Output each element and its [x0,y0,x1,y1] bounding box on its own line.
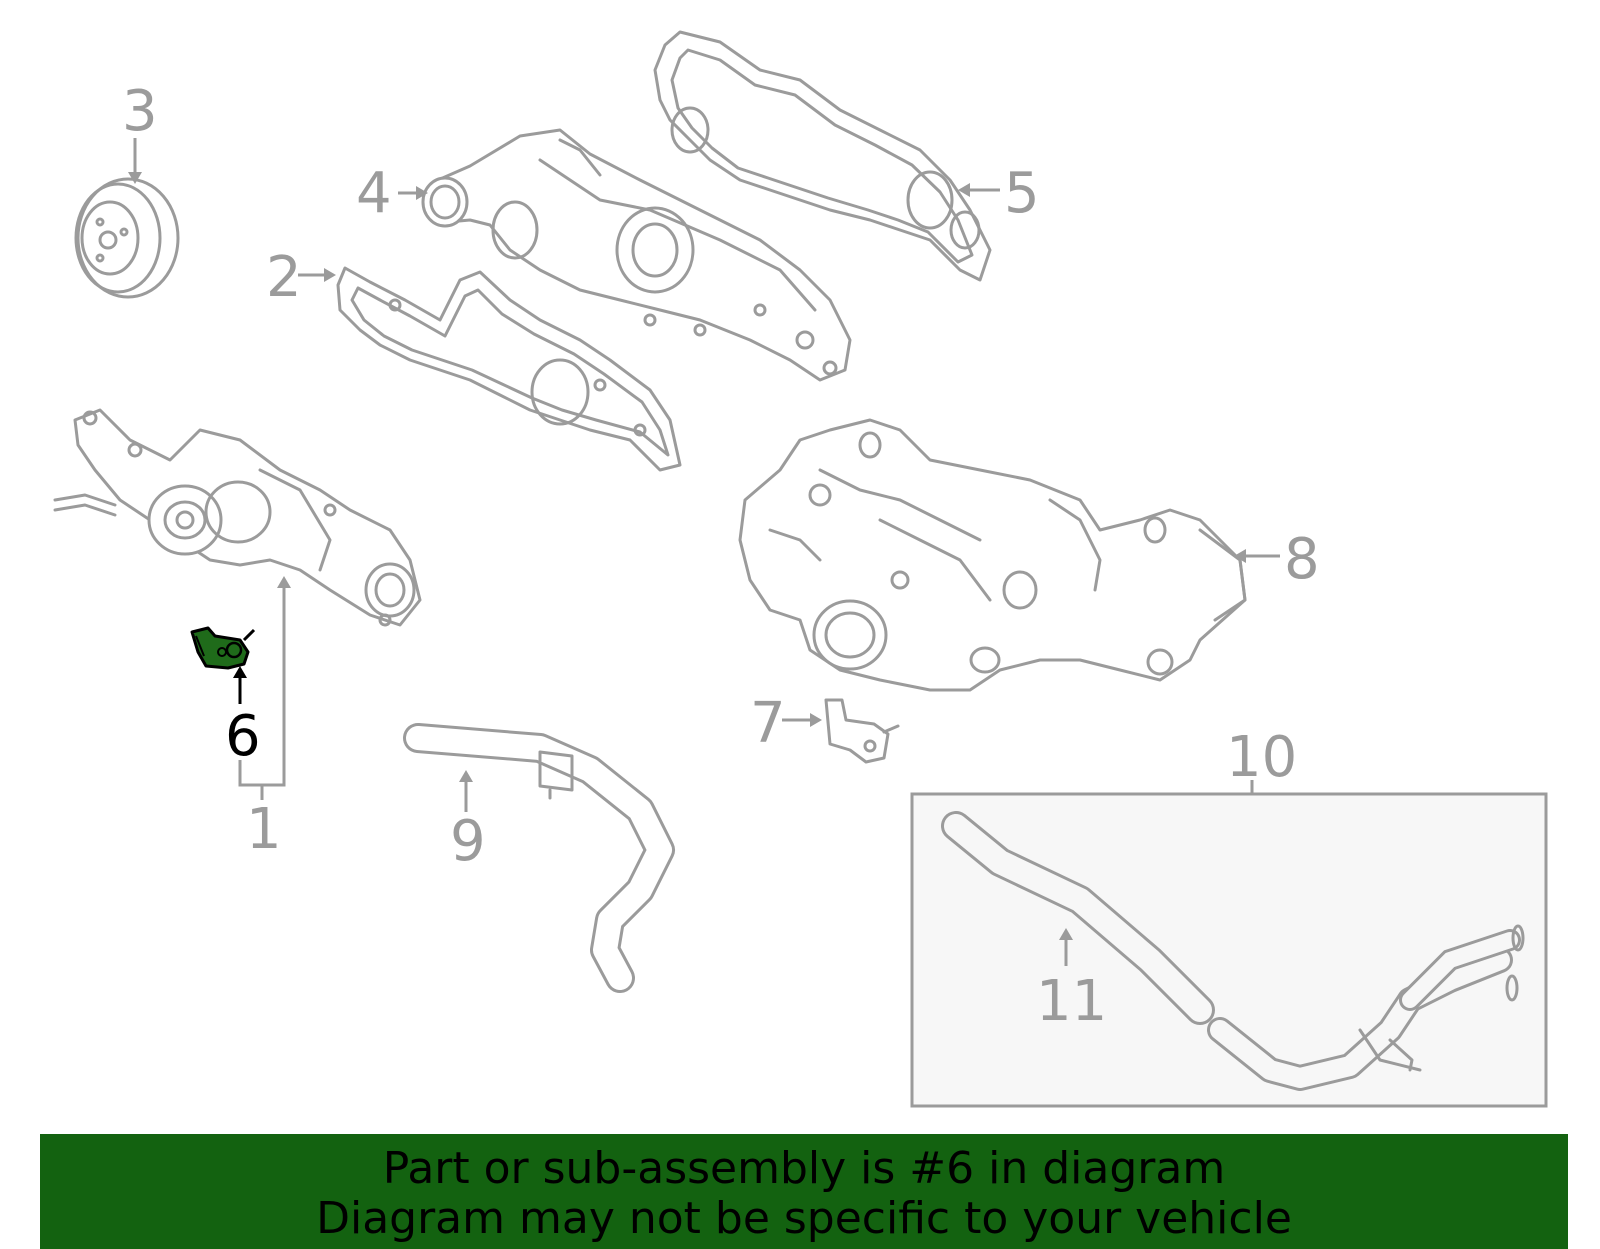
callout-8[interactable]: 8 [1284,527,1320,592]
part-2-gasket[interactable] [336,266,682,472]
part-10-kit-box[interactable] [910,792,1548,1108]
part-8-thermostat-housing[interactable] [738,418,1247,692]
callout-9[interactable]: 9 [450,809,486,874]
arrow-9 [459,770,473,782]
notice-banner: Part or sub-assembly is #6 in diagram Di… [40,1134,1568,1249]
callout-3[interactable]: 3 [122,79,158,144]
part-11-hose[interactable] [941,811,1525,1091]
arrow-2 [324,268,336,282]
banner-line-1: Part or sub-assembly is #6 in diagram [382,1143,1226,1194]
callout-10[interactable]: 10 [1226,725,1297,790]
callout-6[interactable]: 6 [225,704,261,769]
part-9-hose[interactable] [403,723,675,993]
arrow-6 [233,666,247,678]
arrow-7 [810,713,822,727]
callout-5[interactable]: 5 [1004,161,1040,226]
part-1-water-pump[interactable] [53,408,422,627]
arrow-5 [958,183,970,197]
part-3-pulley[interactable] [74,177,180,299]
callout-7[interactable]: 7 [750,691,786,756]
arrow-8 [1234,549,1246,563]
callout-11[interactable]: 11 [1036,969,1107,1034]
arrow-3 [128,172,142,184]
callout-4[interactable]: 4 [356,161,392,226]
callout-1[interactable]: 1 [246,797,282,862]
callout-2[interactable]: 2 [266,245,302,310]
part-6-highlighted[interactable] [190,626,256,670]
arrow-11 [1059,928,1073,940]
arrow-4 [416,186,428,200]
banner-line-2: Diagram may not be specific to your vehi… [316,1193,1292,1244]
part-7-sensor[interactable] [824,698,900,764]
arrow-1 [277,576,291,588]
part-4-cover[interactable] [421,128,852,382]
part-5-gasket[interactable] [653,30,992,282]
